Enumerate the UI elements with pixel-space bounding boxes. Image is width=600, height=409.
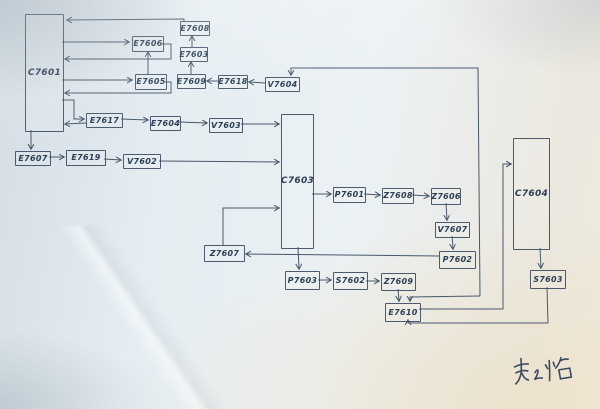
node-s7603: S7603 <box>530 270 566 289</box>
node-e7619: E7619 <box>66 150 106 166</box>
node-e7607: E7607 <box>15 151 51 166</box>
node-e7604: E7604 <box>150 116 181 131</box>
flow-p7601-to-z7608 <box>363 194 380 195</box>
node-e7605: E7605 <box>135 74 167 90</box>
node-z7609: Z7609 <box>381 273 416 291</box>
node-c7601: C7601 <box>25 14 64 132</box>
node-e7609: E7609 <box>177 74 206 89</box>
flow-s7603-to-e7610 <box>408 286 549 323</box>
node-v7604: V7604 <box>265 77 300 92</box>
flow-v7602-to-c7603 <box>158 161 279 162</box>
flow-z7607-to-c7603 <box>222 208 279 245</box>
flow-e7608-to-c7601 <box>67 19 185 21</box>
node-v7603: V7603 <box>209 118 243 133</box>
flow-e7604-to-v7603 <box>178 122 207 123</box>
node-z7606: Z7606 <box>431 188 461 205</box>
node-p7601: P7601 <box>333 187 366 203</box>
node-c7604: C7604 <box>513 138 550 250</box>
flow-c7601-to-e7617 <box>62 99 84 119</box>
node-c7603: C7603 <box>281 114 314 249</box>
flow-z7606-to-v7607 <box>446 202 447 220</box>
node-p7602: P7602 <box>439 251 476 269</box>
flow-e7617-to-e7604 <box>120 119 148 120</box>
flow-c7604-to-s7603 <box>540 247 541 268</box>
node-s7602: S7602 <box>333 272 368 290</box>
flow-e7617-to-c7601 <box>65 123 87 124</box>
node-z7608: Z7608 <box>382 188 414 204</box>
flow-riser-to-e7610 <box>410 295 481 301</box>
signature <box>510 346 575 400</box>
node-e7618: E7618 <box>218 75 248 89</box>
node-e7610: E7610 <box>385 303 421 322</box>
node-e7606: E7606 <box>132 36 164 52</box>
node-v7607: V7607 <box>435 222 470 238</box>
flow-v7604-to-e7618 <box>249 82 266 83</box>
node-p7603: P7603 <box>285 271 320 290</box>
node-e7617: E7617 <box>86 113 123 128</box>
flow-c7603-to-p7603 <box>298 246 299 269</box>
flow-p7602-to-z7607 <box>246 254 440 256</box>
node-e7608: E7608 <box>180 21 210 36</box>
node-v7602: V7602 <box>123 154 161 169</box>
node-z7607: Z7607 <box>204 245 245 262</box>
flow-e7619-to-v7602 <box>103 159 121 160</box>
flow-z7608-to-z7606 <box>411 195 429 196</box>
node-e7603: E7603 <box>179 47 208 62</box>
